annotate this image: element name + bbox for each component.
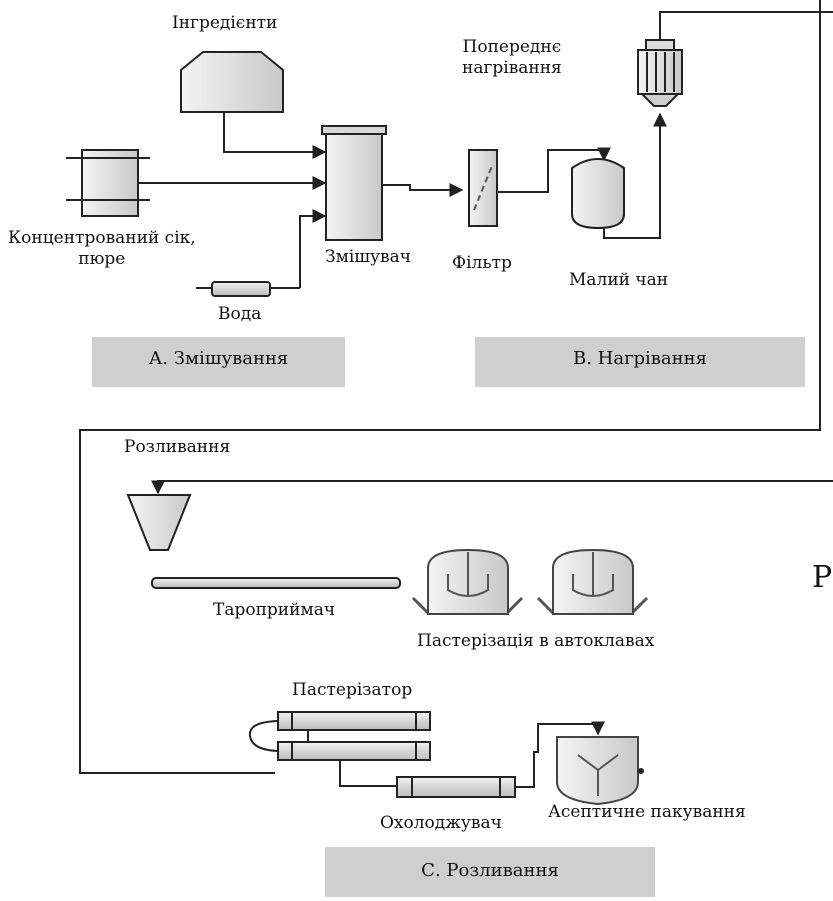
water-label: Вода [218, 304, 262, 324]
filling-funnel [126, 494, 192, 551]
section-filling-bar: С. Розливання [325, 847, 655, 897]
autoclave-pasteurization-label: Пастерізація в автоклавах [417, 631, 655, 651]
return-line [79, 0, 821, 774]
section-heating-bar: В. Нагрівання [475, 337, 805, 387]
aseptic-packaging-tank [556, 736, 644, 806]
aseptic-packaging-label: Асептичне пакування [548, 802, 746, 822]
filter-to-tank-line [497, 147, 611, 193]
filter [468, 149, 498, 227]
mixer-label: Змішувач [325, 247, 412, 267]
water-pipe [196, 281, 300, 297]
ingredients-line [223, 112, 327, 159]
mixer-vessel [321, 125, 387, 241]
concentrate-tank [66, 149, 150, 217]
ingredients-hopper [180, 51, 284, 113]
pasteurizer-to-cooler-line [339, 760, 397, 787]
preheating-label-line2: нагрівання [462, 58, 562, 79]
small-tank-label: Малий чан [569, 270, 669, 290]
concentrate-label-line1: Концентрований сік, [8, 228, 196, 248]
filling-supply-line [151, 480, 833, 495]
pasteurizer [248, 711, 431, 761]
tray-receiver [151, 577, 401, 589]
preheater-out-line [659, 11, 833, 40]
concentrate-label: Концентрований сік, пюре [8, 228, 196, 271]
tray-receiver-label: Тароприймач [213, 600, 336, 620]
tank-to-preheater-line [603, 112, 667, 239]
section-mixing-bar: А. Змішування [92, 337, 345, 387]
cooler-to-packaging-line [515, 721, 605, 788]
filling-label: Розливання [124, 437, 231, 457]
pasteurizer-label: Пастерізатор [292, 680, 413, 700]
cooler-label: Охолоджувач [380, 813, 502, 833]
preheating-label-line1: Попереднє [462, 37, 562, 57]
concentrate-label-line2: пюре [78, 249, 126, 270]
cut-off-letter: Р [812, 560, 833, 595]
autoclave-1 [411, 548, 524, 615]
cooler [396, 776, 516, 798]
autoclave-2 [536, 548, 649, 615]
preheater [637, 39, 683, 107]
water-line [299, 209, 327, 288]
preheating-label: Попереднє нагрівання [462, 37, 562, 80]
small-tank [571, 158, 625, 230]
mixer-to-filter-line [382, 183, 464, 197]
ingredients-label: Інгредієнти [172, 13, 278, 33]
filter-label: Фільтр [452, 253, 512, 273]
